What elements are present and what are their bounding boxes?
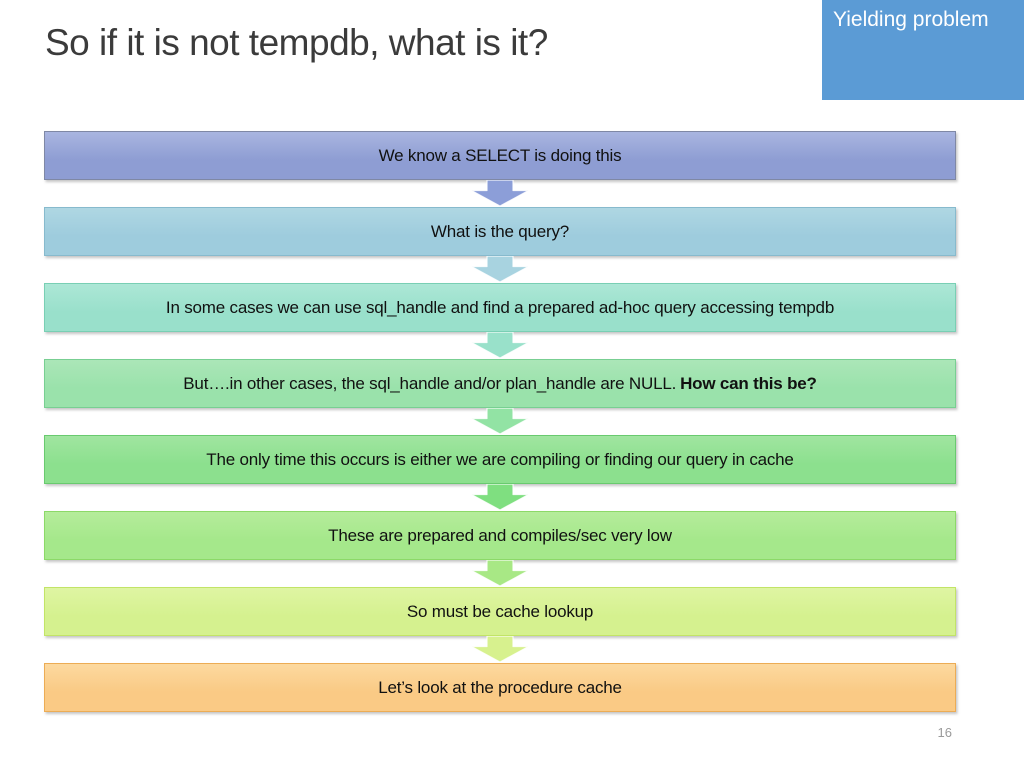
flow-step-4: But….in other cases, the sql_handle and/… bbox=[44, 359, 956, 408]
yielding-problem-badge: Yielding problem bbox=[822, 0, 1024, 100]
down-arrow-icon bbox=[44, 180, 956, 207]
badge-label: Yielding problem bbox=[833, 8, 989, 31]
down-arrow-icon bbox=[44, 256, 956, 283]
flow-step-text: These are prepared and compiles/sec very… bbox=[328, 525, 672, 545]
page-number: 16 bbox=[937, 725, 952, 740]
flow-step-text: We know a SELECT is doing this bbox=[378, 145, 622, 165]
slide-title: So if it is not tempdb, what is it? bbox=[45, 22, 548, 63]
flow-step-text: The only time this occurs is either we a… bbox=[206, 449, 794, 469]
flow-step-bold-text: How can this be? bbox=[680, 373, 817, 393]
flow-step-text: Let’s look at the procedure cache bbox=[378, 677, 622, 697]
flow-step-text: What is the query? bbox=[430, 221, 570, 241]
flow-step-5: The only time this occurs is either we a… bbox=[44, 435, 956, 484]
flow-step-7: So must be cache lookup bbox=[44, 587, 956, 636]
flow-step-text: But….in other cases, the sql_handle and/… bbox=[183, 373, 677, 393]
flow-step-text: So must be cache lookup bbox=[406, 601, 594, 621]
flow-step-text: In some cases we can use sql_handle and … bbox=[165, 297, 835, 317]
flow-step-6: These are prepared and compiles/sec very… bbox=[44, 511, 956, 560]
flow-step-8: Let’s look at the procedure cache bbox=[44, 663, 956, 712]
flow-step-2: What is the query? bbox=[44, 207, 956, 256]
down-arrow-icon bbox=[44, 408, 956, 435]
flow-step-3: In some cases we can use sql_handle and … bbox=[44, 283, 956, 332]
down-arrow-icon bbox=[44, 332, 956, 359]
down-arrow-icon bbox=[44, 484, 956, 511]
down-arrow-icon bbox=[44, 636, 956, 663]
down-arrow-icon bbox=[44, 560, 956, 587]
flow-step-1: We know a SELECT is doing this bbox=[44, 131, 956, 180]
